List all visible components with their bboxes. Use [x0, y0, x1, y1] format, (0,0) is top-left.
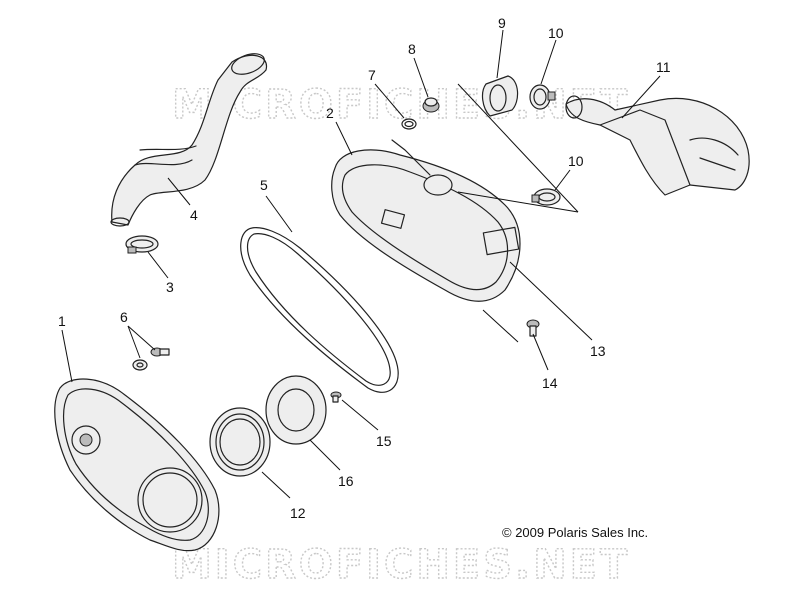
- callout-2: 2: [326, 105, 334, 121]
- part-clamp: [125, 235, 159, 254]
- part-bolt-washer: [132, 347, 170, 371]
- part-seal: [209, 407, 271, 477]
- watermark-bottom: MICROFICHES.NET: [172, 542, 630, 588]
- part-intake-duct: [110, 53, 268, 227]
- callout-labels: 1 2 3 4 5 6 7 8 9 10 10 11 12 13 14 15 1…: [58, 15, 671, 521]
- watermark-top: MICROFICHES.NET: [172, 82, 630, 128]
- callout-3: 3: [166, 279, 174, 295]
- callout-15: 15: [376, 433, 392, 449]
- callout-11: 11: [656, 59, 671, 75]
- part-drive-belt: [240, 227, 399, 393]
- callout-8: 8: [408, 41, 416, 57]
- callout-12: 12: [290, 505, 306, 521]
- callout-4: 4: [190, 207, 198, 223]
- leader-lines: [61, 29, 661, 499]
- callout-14: 14: [542, 375, 558, 391]
- callout-10-upper: 10: [548, 25, 564, 41]
- callout-9: 9: [498, 15, 506, 31]
- part-air-intake-housing: [565, 95, 750, 196]
- part-coupler: [481, 75, 519, 117]
- callout-16: 16: [338, 473, 354, 489]
- part-o-ring: [401, 118, 417, 130]
- callout-5: 5: [260, 177, 268, 193]
- callout-6: 6: [120, 309, 128, 325]
- part-plate: [265, 375, 327, 445]
- copyright-text: © 2009 Polaris Sales Inc.: [502, 525, 648, 540]
- part-clamp-lower: [531, 188, 561, 206]
- part-plug: [422, 97, 440, 113]
- callout-1: 1: [58, 313, 66, 329]
- part-outer-clutch-cover: [331, 139, 521, 302]
- callout-13: 13: [590, 343, 606, 359]
- part-bolt-14: [526, 319, 540, 337]
- callout-10-lower: 10: [568, 153, 584, 169]
- part-screw-15: [330, 391, 342, 403]
- part-clamp-upper: [529, 84, 556, 110]
- part-inner-clutch-cover: [54, 378, 220, 552]
- callout-7: 7: [368, 67, 376, 83]
